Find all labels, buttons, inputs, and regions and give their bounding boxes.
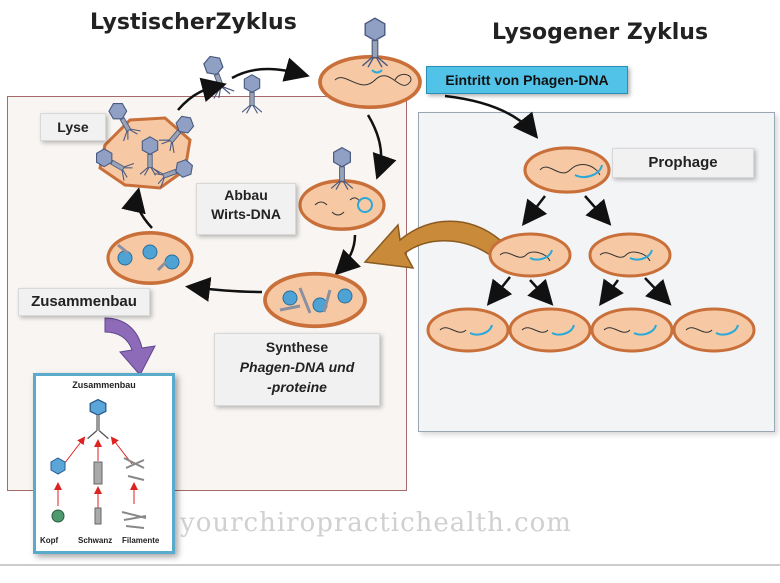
synthesis-cell [263,271,367,329]
inset-title: Zusammenbau [72,380,136,390]
daughter-cells-gen2 [426,307,756,353]
inset-part-filaments: Filamente [122,536,160,545]
watermark: yourchiropractichealth.com [180,508,572,538]
infected-cell-top [318,17,422,110]
degradation-label-line2: Wirts-DNA [211,206,281,222]
assembly-label: Zusammenbau [18,288,150,316]
assembly-inset-drawing [50,398,147,529]
daughter-cells-gen1 [488,232,672,278]
free-phages [199,52,263,114]
assembly-arrow [104,317,156,376]
lytic-cycle-title: LystischerZyklus [90,10,297,35]
synthesis-label: Synthese Phagen-DNA und -proteine [214,333,380,406]
assembly-cell [106,231,194,286]
degradation-label-line1: Abbau [224,187,268,203]
assembly-inset: Zusammenbau Kopf Schwanz Filamente [33,373,175,554]
entry-label: Eintritt von Phagen-DNA [426,66,628,94]
induction-arrow [363,220,501,269]
inset-part-tail: Schwanz [78,536,113,545]
prophage-cell [523,146,611,194]
degradation-label: Abbau Wirts-DNA [196,183,296,235]
lysis-label: Lyse [40,113,106,141]
degradation-cell [298,147,386,231]
synthesis-label-line3: -proteine [267,379,327,395]
inset-part-head: Kopf [40,536,59,545]
synthesis-label-line2: Phagen-DNA und [239,359,355,375]
synthesis-label-line1: Synthese [265,339,329,355]
lysis-cell [91,98,199,190]
lysogenic-cycle-title: Lysogener Zyklus [492,20,709,45]
prophage-label: Prophage [612,148,754,178]
